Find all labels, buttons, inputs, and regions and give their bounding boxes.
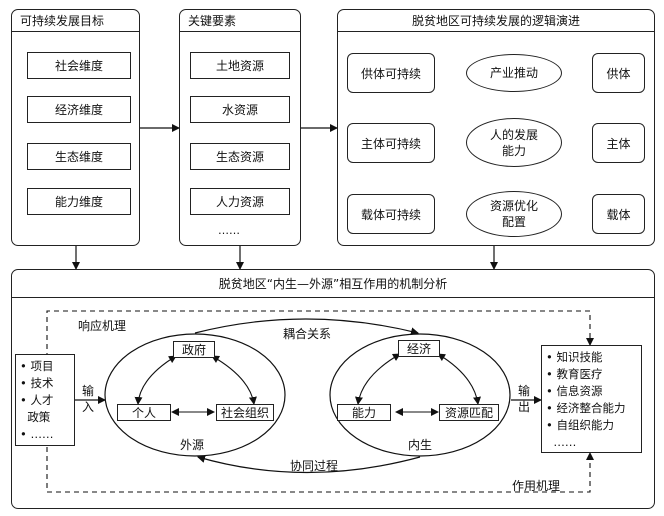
input-item: • 人才 [20,393,54,407]
output-list: • 知识技能 • 教育医疗 • 信息资源 • 经济整合能力 • 自组织能力 …… [541,345,642,453]
internal-ability: 能力 [337,404,391,421]
logic-center-industry: 产业推动 [466,54,562,92]
input-item: • 项目 [20,359,54,373]
input-list: • 项目 • 技术 • 人才 政策 • …… [15,354,75,446]
input-item: • …… [20,427,54,441]
arrow-gov-org [211,355,257,405]
mechanism-title: 脱贫地区“内生—外源”相互作用的机制分析 [12,270,654,298]
external-ellipse [104,333,286,457]
element-land: 土地资源 [190,52,290,79]
logic-center-human: 人的发展 能力 [466,118,562,167]
arrow-gov-person [134,355,177,405]
external-label: 外源 [180,438,205,452]
external-person: 个人 [117,404,171,421]
logic-right-supply: 供体 [592,53,645,93]
logic-center-resource: 资源优化 配置 [466,191,562,237]
response-label: 响应机理 [78,319,127,333]
output-item: • 经济整合能力 [546,401,626,415]
goal-economic: 经济维度 [27,96,131,123]
logic-right-carrier: 载体 [592,194,645,234]
output-item: …… [553,435,577,449]
arrow-econ-match [437,353,481,405]
goal-social: 社会维度 [27,52,131,79]
effect-label: 作用机理 [512,479,561,493]
output-item: • 教育医疗 [546,367,603,381]
external-org: 社会组织 [216,404,274,421]
coupling-arc [194,318,419,336]
arrow-econ-ability [355,353,401,405]
coupling-label: 耦合关系 [283,327,332,341]
output-item: • 自组织能力 [546,418,614,432]
internal-resource-match: 资源匹配 [439,404,499,421]
goals-title: 可持续发展目标 [12,10,139,32]
output-item: • 知识技能 [546,350,603,364]
goal-capability: 能力维度 [27,188,131,215]
synergy-label: 协同过程 [290,459,339,473]
element-ecological: 生态资源 [190,143,290,170]
input-label: 输入 [82,384,95,414]
external-gov: 政府 [173,341,215,358]
input-item: • 技术 [20,376,54,390]
logic-left-subject: 主体可持续 [347,123,435,163]
logic-right-subject: 主体 [592,123,645,163]
element-water: 水资源 [190,96,290,123]
response-loop-dashed [46,310,594,358]
elements-more: …… [218,224,240,237]
internal-label: 内生 [408,438,433,452]
logic-left-carrier: 载体可持续 [347,194,435,234]
mechanism-panel: 脱贫地区“内生—外源”相互作用的机制分析 [11,269,655,509]
logic-left-supply: 供体可持续 [347,53,435,93]
element-human: 人力资源 [190,188,290,215]
internal-ellipse [329,333,511,457]
effect-loop-dashed [46,447,594,493]
elements-title: 关键要素 [180,10,300,32]
synergy-arc [197,455,421,474]
input-item: 政策 [27,410,51,424]
output-label: 输出 [518,384,531,414]
logic-title: 脱贫地区可持续发展的逻辑演进 [338,10,654,32]
output-item: • 信息资源 [546,384,603,398]
internal-economy: 经济 [398,340,440,357]
goal-ecological: 生态维度 [27,143,131,170]
